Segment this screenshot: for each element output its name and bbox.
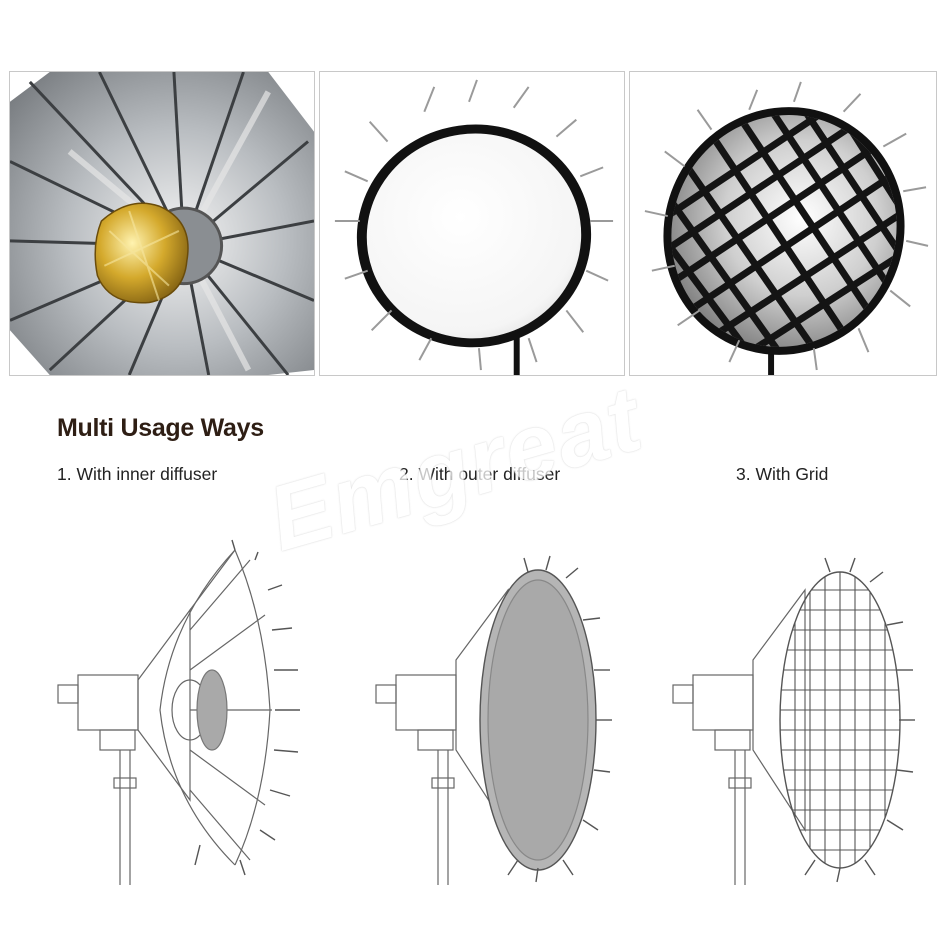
watermark: Emgreat	[257, 367, 654, 571]
illustration-inner-diffuser	[50, 530, 310, 890]
line-drawing-outer	[375, 555, 612, 885]
outer-diffuser-photo	[320, 72, 624, 375]
grid-softbox-photo	[630, 72, 936, 375]
illustration-outer-diffuser	[368, 530, 628, 890]
line-drawing-inner	[57, 539, 300, 885]
photo-inner-diffuser	[9, 71, 315, 376]
silver-softbox-photo	[10, 72, 314, 375]
illustration-grid	[665, 530, 925, 890]
photo-grid	[629, 71, 937, 376]
usage-label-grid: 3. With Grid	[736, 464, 829, 484]
usage-label-inner-diffuser: 1. With inner diffuser	[57, 464, 218, 484]
line-drawing-grid	[672, 557, 915, 885]
section-title: Multi Usage Ways	[57, 414, 264, 442]
photo-outer-diffuser	[319, 71, 625, 376]
usage-label-outer-diffuser: 2. With outer diffuser	[399, 464, 561, 484]
